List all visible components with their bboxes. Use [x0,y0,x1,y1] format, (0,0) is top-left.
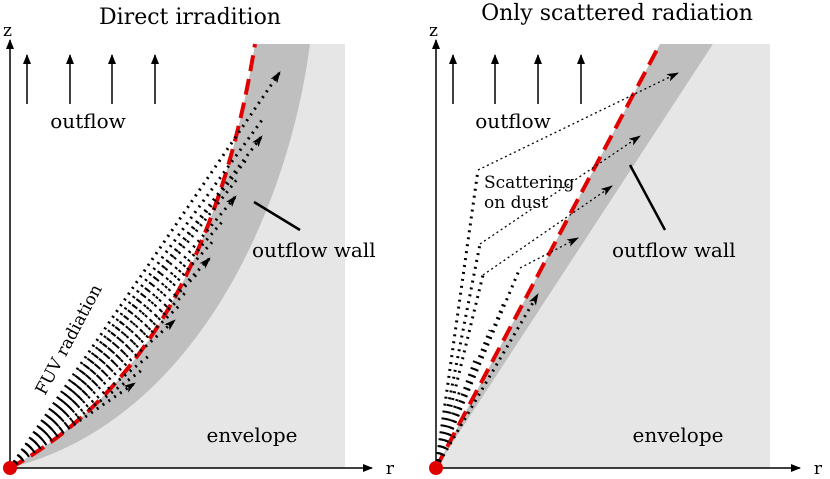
left-wall-pointer [253,200,301,232]
scattering-label-line2: on dust [484,193,548,213]
right-outflow-wall [436,44,713,468]
left-outflow-wall-label: outflow wall [252,238,376,262]
left-panel-title: Direct irradition [99,5,281,30]
right-scattered-rays [477,72,679,276]
left-envelope-label: envelope [207,423,298,447]
right-fuv-rays [434,169,540,469]
right-wall-pointer [628,164,667,231]
left-panel: Direct irradition z r outflow outflow wa… [3,5,395,479]
left-fuv-rays [8,71,282,470]
right-panel: Only scattered radiation z r outflow Sca… [429,1,823,479]
right-outflow-wall-label: outflow wall [612,238,736,262]
right-envelope-label: envelope [633,423,724,447]
right-origin-source [429,461,443,475]
left-z-axis-label: z [3,21,12,41]
left-origin-source [3,461,17,475]
right-envelope-region [436,44,770,468]
left-r-axis-label: r [386,459,395,479]
right-r-axis-label: r [814,459,823,479]
left-envelope-region [10,44,345,468]
left-outflow-label: outflow [50,109,125,133]
right-z-axis-label: z [429,21,438,41]
left-outflow-wall [10,44,310,468]
right-panel-title: Only scattered radiation [481,1,753,26]
right-outflow-boundary [434,43,662,469]
right-outflow-arrows [449,54,585,104]
right-outflow-label: outflow [475,109,550,133]
scattering-label-line1: Scattering [484,173,575,193]
left-outflow-arrows [23,54,159,104]
left-outflow-boundary [9,43,257,470]
